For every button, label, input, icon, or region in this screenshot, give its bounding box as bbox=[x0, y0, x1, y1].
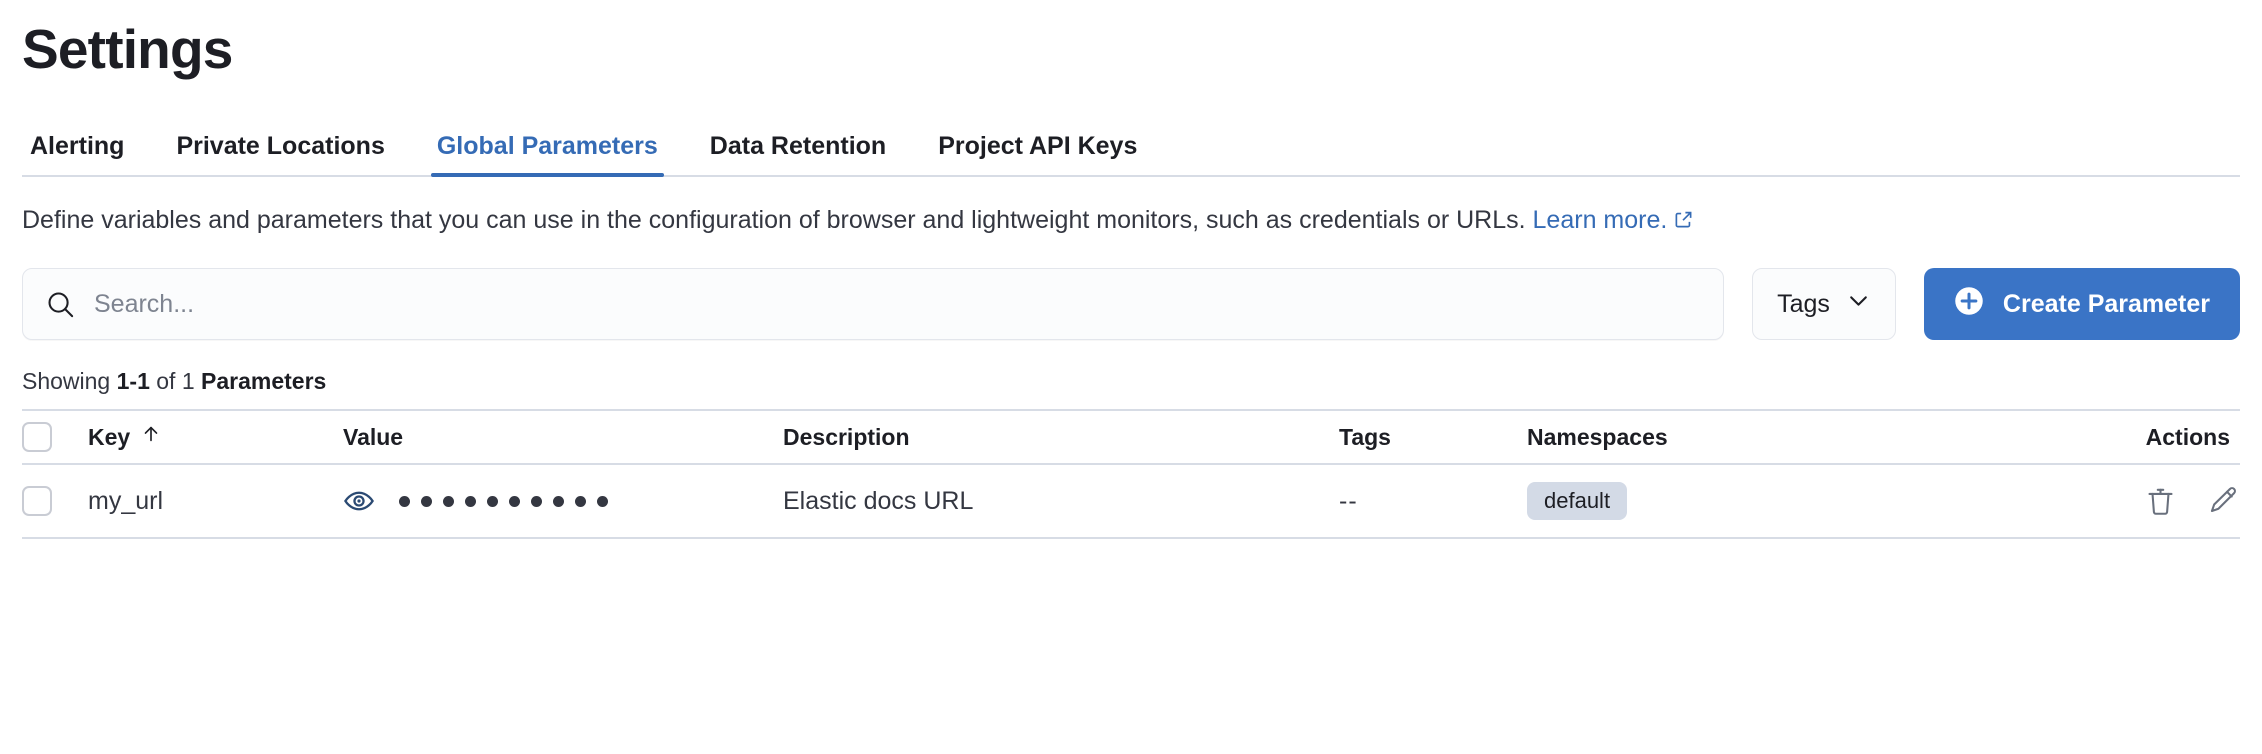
column-header-namespaces: Namespaces bbox=[1527, 423, 1668, 450]
tab-global-parameters[interactable]: Global Parameters bbox=[411, 134, 684, 177]
arrow-up-icon bbox=[140, 423, 162, 451]
tab-private-locations[interactable]: Private Locations bbox=[176, 132, 385, 160]
masked-value bbox=[399, 495, 608, 507]
showing-of: of 1 bbox=[149, 368, 202, 394]
cell-actions bbox=[2040, 485, 2240, 518]
external-link-icon bbox=[1674, 204, 1693, 238]
search-icon bbox=[45, 289, 76, 320]
cell-namespaces: default bbox=[1527, 482, 2040, 520]
status-badge: default bbox=[1527, 482, 1628, 520]
column-header-key-label: Key bbox=[88, 423, 131, 450]
results-count: Showing 1-1 of 1 Parameters bbox=[22, 368, 2240, 395]
row-checkbox[interactable] bbox=[22, 486, 52, 516]
tab-project-api-keys[interactable]: Project API Keys bbox=[938, 132, 1138, 160]
create-parameter-button[interactable]: Create Parameter bbox=[1923, 268, 2240, 340]
tab-alerting[interactable]: Alerting bbox=[30, 132, 125, 160]
showing-entity: Parameters bbox=[201, 368, 327, 394]
search-box[interactable] bbox=[22, 268, 1725, 340]
edit-icon[interactable] bbox=[2207, 485, 2240, 518]
parameters-table: Key Value Description Tags Namespaces Ac… bbox=[22, 409, 2240, 539]
select-all-checkbox[interactable] bbox=[22, 422, 52, 452]
delete-icon[interactable] bbox=[2144, 485, 2177, 518]
select-all-cell bbox=[22, 422, 88, 452]
table-row: my_url Elastic docs URL -- default bbox=[22, 465, 2240, 539]
learn-more-label: Learn more. bbox=[1532, 206, 1668, 234]
tags-filter-label: Tags bbox=[1777, 289, 1830, 318]
tab-data-retention[interactable]: Data Retention bbox=[709, 132, 887, 160]
create-parameter-label: Create Parameter bbox=[2002, 289, 2210, 318]
chevron-down-icon bbox=[1846, 288, 1871, 320]
column-header-description: Description bbox=[783, 423, 910, 450]
column-header-actions: Actions bbox=[2145, 423, 2230, 450]
column-header-tags: Tags bbox=[1339, 423, 1391, 450]
cell-value bbox=[343, 485, 783, 517]
column-header-key[interactable]: Key bbox=[88, 423, 343, 451]
cell-key: my_url bbox=[88, 486, 164, 515]
cell-description: Elastic docs URL bbox=[783, 486, 974, 515]
search-input[interactable] bbox=[94, 289, 1702, 319]
cell-tags: -- bbox=[1339, 486, 1358, 515]
learn-more-link[interactable]: Learn more. bbox=[1533, 206, 1694, 234]
table-header-row: Key Value Description Tags Namespaces Ac… bbox=[22, 409, 2240, 465]
column-header-value: Value bbox=[343, 423, 404, 450]
description-text: Define variables and parameters that you… bbox=[22, 206, 1533, 234]
showing-prefix: Showing bbox=[22, 368, 117, 394]
section-description: Define variables and parameters that you… bbox=[22, 203, 2240, 238]
row-select-cell bbox=[22, 486, 88, 516]
showing-range: 1-1 bbox=[116, 368, 150, 394]
page-title: Settings bbox=[22, 18, 233, 80]
eye-icon[interactable] bbox=[343, 485, 375, 517]
controls-row: Tags Create Parameter bbox=[22, 268, 2240, 340]
plus-circle-icon bbox=[1954, 286, 1984, 323]
tags-filter-button[interactable]: Tags bbox=[1752, 268, 1896, 340]
settings-tabs: Alerting Private Locations Global Parame… bbox=[22, 121, 2240, 177]
